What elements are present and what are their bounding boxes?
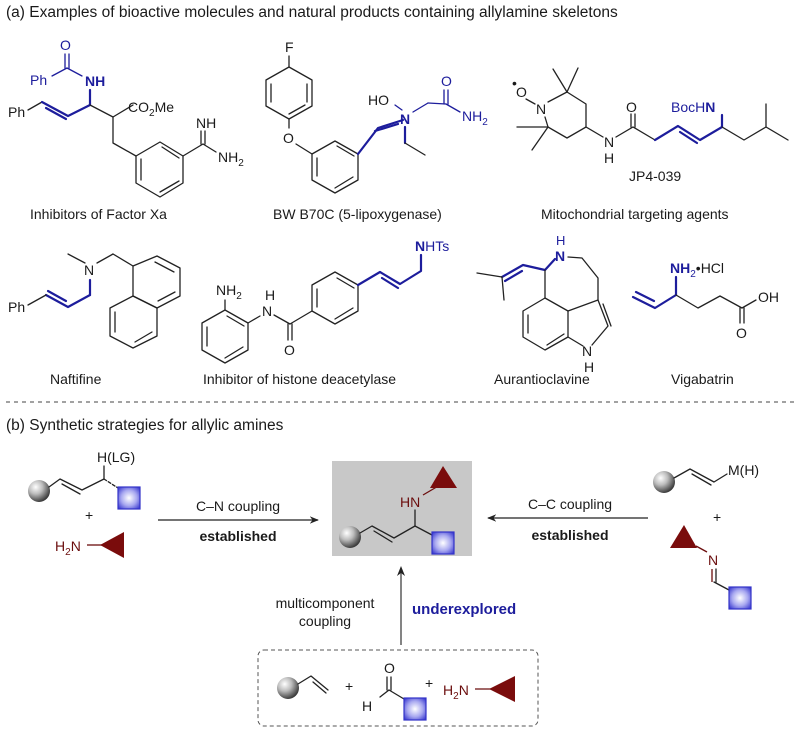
atom-label: F [285, 39, 294, 55]
atom-label: N [536, 101, 546, 117]
sphere-icon [277, 677, 299, 699]
aldehyde-h-label: H [362, 698, 372, 714]
cn-coupling-label: C–N coupling [196, 498, 280, 514]
atom-label: NH2 [462, 108, 488, 128]
sphere-icon [28, 480, 50, 502]
multicomponent-arrow[interactable]: multicomponent coupling underexplored [276, 566, 517, 645]
caption-factor-xa: Inhibitors of Factor Xa [30, 206, 167, 222]
atom-label: Ph [8, 299, 25, 315]
atom-label: O [736, 325, 747, 341]
multicomponent-label: multicomponent [276, 595, 375, 611]
mh-label: M(H) [728, 462, 759, 478]
atom-label: NH2 [216, 282, 242, 302]
red-triangle-icon [670, 525, 697, 548]
atom-label: N [262, 303, 272, 319]
atom-label: Ph [30, 72, 47, 88]
molecule-hdac-inhibitor: NH2 H N O NHTs [201, 238, 449, 364]
atom-label: BocHN [671, 99, 715, 115]
blue-square-icon [403, 697, 427, 721]
caption-aurantioclavine: Aurantioclavine [494, 371, 590, 387]
molecule-aurantioclavine: H N N H [476, 233, 612, 375]
atom-label: HO [368, 92, 389, 108]
underexplored-label: underexplored [412, 601, 516, 618]
atom-label: NH2•HCl [670, 260, 724, 280]
atom-label: N [604, 134, 614, 150]
atom-label: H [584, 359, 594, 375]
components-box: + O H + H2N [257, 649, 539, 727]
cc-established-label: established [531, 527, 608, 543]
atom-label: N [555, 248, 565, 264]
atom-label: Ph [8, 104, 25, 120]
section-a-title: (a) Examples of bioactive molecules and … [6, 4, 618, 21]
red-triangle-icon [489, 676, 515, 702]
plus-sign: + [85, 507, 93, 523]
section-b-title: (b) Synthetic strategies for allylic ami… [6, 417, 284, 434]
cc-coupling-label: C–C coupling [528, 496, 612, 512]
caption-naftifine: Naftifine [50, 371, 102, 387]
atom-label: O [626, 99, 637, 115]
hlg-label: H(LG) [97, 449, 135, 465]
atom-label: NH [85, 73, 105, 89]
atom-label: • [512, 75, 517, 91]
atom-label: O [441, 73, 452, 89]
atom-label: CO2Me [128, 99, 174, 119]
cc-reactants: M(H) + N [653, 462, 759, 610]
plus-sign: + [425, 675, 433, 691]
molecule-code-jp4-039: JP4-039 [629, 168, 681, 184]
atom-label: N [582, 343, 592, 359]
blue-square-icon [431, 531, 455, 555]
sphere-icon [339, 526, 361, 548]
caption-vigabatrin: Vigabatrin [671, 371, 734, 387]
aldehyde-o-label: O [384, 660, 395, 676]
red-triangle-icon [100, 532, 124, 558]
atom-label: N [400, 111, 410, 127]
caption-hdac-inhibitor: Inhibitor of histone deacetylase [203, 371, 396, 387]
atom-label: O [516, 84, 527, 100]
amine-label: H2N [55, 538, 81, 558]
amine-label: H2N [443, 682, 469, 702]
molecule-naftifine: N Ph [8, 253, 181, 349]
caption-mitochondrial: Mitochondrial targeting agents [541, 206, 729, 222]
atom-label: H [556, 233, 565, 248]
molecule-factor-xa: O Ph NH Ph CO2Me NH NH2 [8, 37, 244, 198]
product-hn-label: HN [400, 494, 420, 510]
molecule-bw-b70c: F O HO N O NH2 [265, 39, 488, 194]
product-box: HN [332, 461, 472, 556]
atom-label: O [60, 37, 71, 53]
dashed-border [257, 649, 539, 727]
sphere-icon [653, 471, 675, 493]
cn-reactants: H(LG) + H2N [28, 449, 141, 558]
molecule-vigabatrin: NH2•HCl O OH [631, 260, 779, 341]
plus-sign: + [345, 678, 353, 694]
coupling-label: coupling [299, 613, 351, 629]
red-triangle-icon [430, 466, 457, 488]
caption-bw-b70c: BW B70C (5-lipoxygenase) [273, 206, 442, 222]
cn-coupling-arrow[interactable]: C–N coupling established [158, 498, 319, 544]
cn-established-label: established [199, 528, 276, 544]
imine-n-label: N [708, 552, 718, 568]
plus-sign: + [713, 509, 721, 525]
blue-square-icon [728, 586, 752, 610]
cc-coupling-arrow[interactable]: C–C coupling established [487, 496, 648, 543]
atom-label: H [604, 150, 614, 166]
atom-label: NHTs [415, 238, 449, 254]
atom-label: OH [758, 289, 779, 305]
atom-label: O [284, 342, 295, 358]
atom-label: O [283, 130, 294, 146]
atom-label: NH [196, 115, 216, 131]
blue-square-icon [117, 486, 141, 510]
molecule-jp4-039: • O N N H O BocHN [512, 67, 789, 166]
atom-label: H [265, 287, 275, 303]
atom-label: N [84, 262, 94, 278]
atom-label: NH2 [218, 149, 244, 169]
